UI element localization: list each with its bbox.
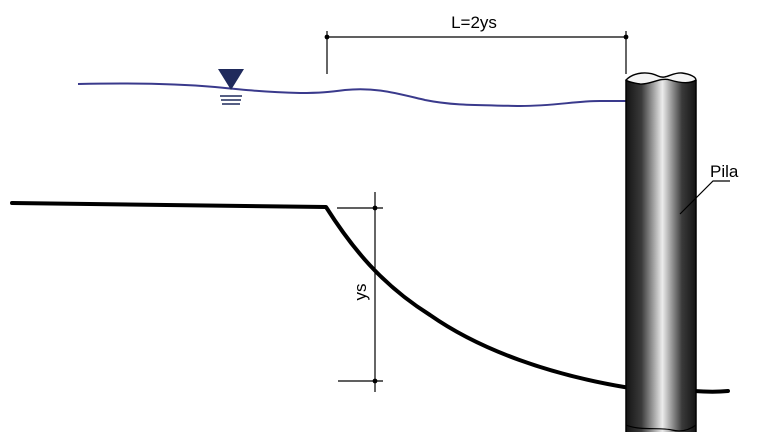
span-dimension [324,31,629,74]
water-surface-line [77,82,628,108]
water-level-triangle-icon [218,69,244,105]
pier-leader-line [679,180,730,215]
riverbed-scour-profile [10,201,632,390]
pier-label: Pila [710,162,739,181]
pier-column [625,72,697,432]
riverbed-downstream [692,389,730,394]
depth-dimension [337,192,383,392]
depth-label: ys [351,284,370,301]
span-label: L=2ys [451,13,497,32]
